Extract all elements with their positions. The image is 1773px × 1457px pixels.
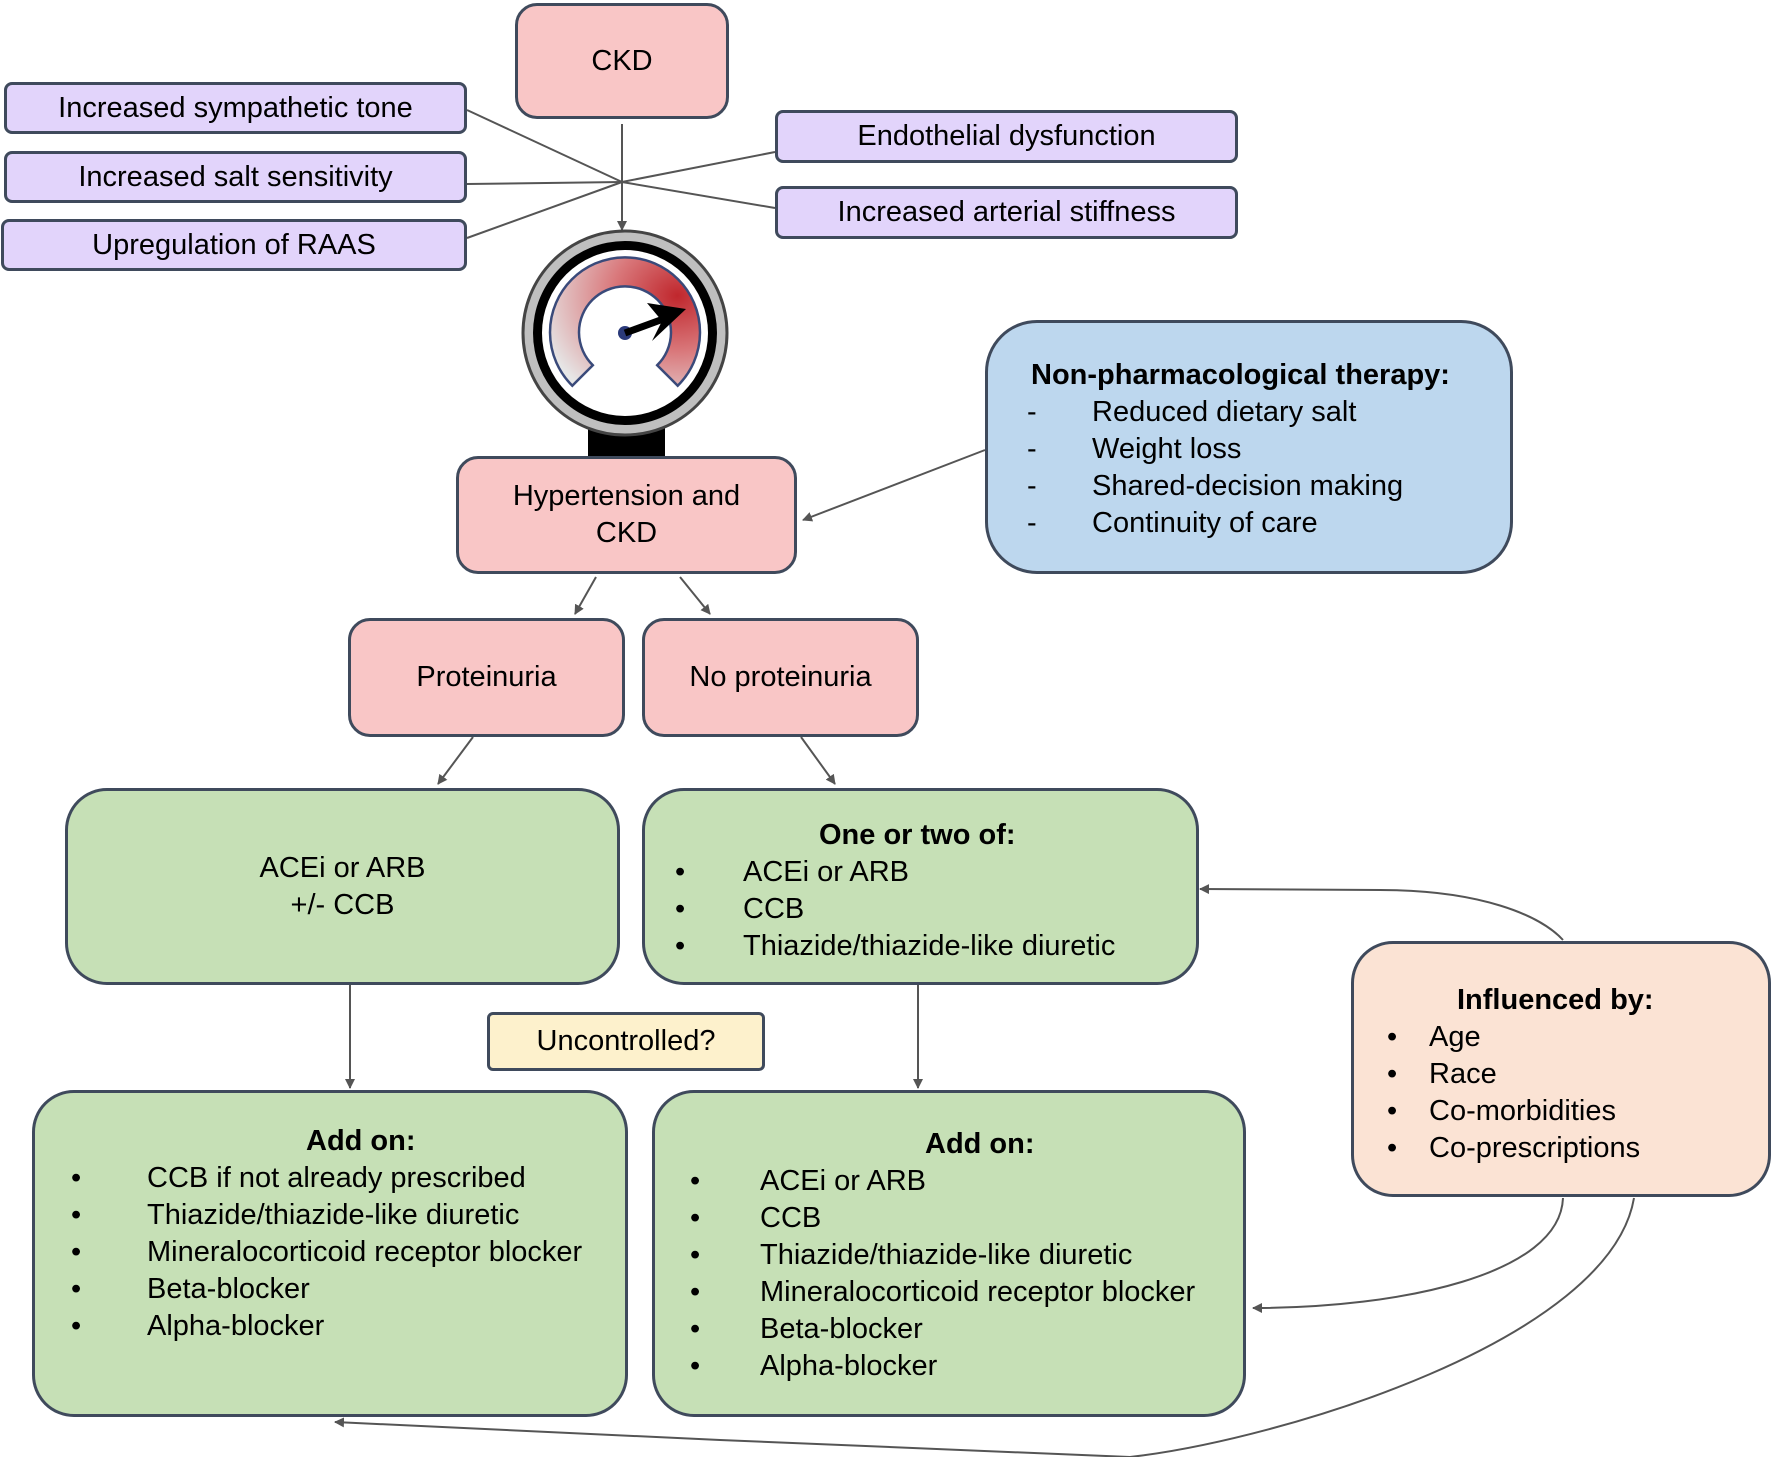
non-pharmacological-list: -Reduced dietary salt -Weight loss -Shar… bbox=[1022, 394, 1510, 542]
list-item: •ACEi or ARB bbox=[690, 1165, 926, 1197]
arrow-influenced-to-addon-right bbox=[1252, 1197, 1564, 1313]
list-item: •Thiazide/thiazide-like diuretic bbox=[71, 1199, 520, 1231]
uncontrolled-label: Uncontrolled? bbox=[536, 1025, 716, 1057]
no-proteinuria-label: No proteinuria bbox=[689, 661, 872, 693]
mechanism-endothelial-box: Endothelial dysfunction bbox=[775, 110, 1238, 163]
non-pharmacological-therapy-box: Non-pharmacological therapy: -Reduced di… bbox=[985, 320, 1513, 574]
mechanism-stiffness-box: Increased arterial stiffness bbox=[775, 186, 1238, 239]
link-endothelial bbox=[621, 151, 776, 183]
pressure-gauge-icon bbox=[521, 229, 729, 464]
acei-arb-line2: +/- CCB bbox=[290, 888, 395, 921]
add-on-left-title: Add on: bbox=[306, 1125, 416, 1157]
non-pharmacological-title: Non-pharmacological therapy: bbox=[1031, 359, 1450, 391]
list-item: -Shared-decision making bbox=[1027, 470, 1404, 502]
link-sympathetic bbox=[466, 109, 623, 183]
list-item: •Thiazide/thiazide-like diuretic bbox=[675, 930, 1116, 962]
list-item: •Beta-blocker bbox=[690, 1313, 923, 1345]
list-item: •Alpha-blocker bbox=[690, 1350, 938, 1382]
arrow-htn-to-no-proteinuria bbox=[679, 576, 711, 615]
influenced-by-list: •Age •Race •Co-morbidities •Co-prescript… bbox=[1387, 1019, 1768, 1167]
add-on-left-box: Add on: •CCB if not already prescribed •… bbox=[32, 1090, 628, 1417]
mechanism-raas-box: Upregulation of RAAS bbox=[1, 219, 467, 271]
link-stiffness bbox=[621, 181, 776, 209]
add-on-right-title: Add on: bbox=[925, 1128, 1035, 1160]
add-on-left-list: •CCB if not already prescribed •Thiazide… bbox=[71, 1160, 625, 1345]
hypertension-ckd-line2: CKD bbox=[595, 517, 658, 549]
list-item: -Reduced dietary salt bbox=[1027, 396, 1357, 428]
link-raas bbox=[466, 181, 623, 239]
link-salt bbox=[466, 181, 623, 185]
list-item: •Mineralocorticoid receptor blocker bbox=[690, 1276, 1196, 1308]
add-on-right-box: Add on: •ACEi or ARB •CCB •Thiazide/thia… bbox=[652, 1090, 1246, 1417]
one-or-two-title: One or two of: bbox=[819, 819, 1016, 851]
one-or-two-of-box: One or two of: •ACEi or ARB •CCB •Thiazi… bbox=[642, 788, 1199, 985]
mechanism-label: Increased sympathetic tone bbox=[58, 91, 413, 124]
list-item: •Age bbox=[1387, 1021, 1481, 1053]
mechanism-label: Upregulation of RAAS bbox=[92, 228, 376, 261]
acei-arb-line1: ACEi or ARB bbox=[259, 851, 426, 884]
arrow-nonpharm-to-htn bbox=[802, 449, 986, 522]
arrow-influenced-to-addon-left bbox=[334, 1197, 1635, 1457]
proteinuria-box: Proteinuria bbox=[348, 618, 625, 737]
hypertension-ckd-line1: Hypertension and bbox=[512, 480, 741, 512]
influenced-by-box: Influenced by: •Age •Race •Co-morbiditie… bbox=[1351, 941, 1771, 1197]
list-item: -Continuity of care bbox=[1027, 507, 1318, 539]
list-item: •Thiazide/thiazide-like diuretic bbox=[690, 1239, 1133, 1271]
list-item: •Co-prescriptions bbox=[1387, 1132, 1641, 1164]
influenced-by-title: Influenced by: bbox=[1457, 984, 1654, 1016]
list-item: •CCB if not already prescribed bbox=[71, 1162, 526, 1194]
mechanism-label: Increased arterial stiffness bbox=[837, 196, 1176, 228]
list-item: -Weight loss bbox=[1027, 433, 1242, 465]
mechanism-sympathetic-box: Increased sympathetic tone bbox=[4, 82, 467, 134]
list-item: •CCB bbox=[690, 1202, 822, 1234]
ckd-label: CKD bbox=[591, 44, 653, 77]
list-item: •Co-morbidities bbox=[1387, 1095, 1616, 1127]
mechanism-salt-box: Increased salt sensitivity bbox=[4, 151, 467, 203]
proteinuria-label: Proteinuria bbox=[416, 661, 557, 693]
arrow-no-proteinuria-to-oneortwo bbox=[800, 736, 836, 785]
arrow-htn-to-proteinuria bbox=[574, 576, 597, 615]
hypertension-ckd-box: Hypertension and CKD bbox=[456, 456, 797, 574]
list-item: •Race bbox=[1387, 1058, 1497, 1090]
list-item: •ACEi or ARB bbox=[675, 856, 909, 888]
list-item: •Mineralocorticoid receptor blocker bbox=[71, 1236, 583, 1268]
list-item: •Alpha-blocker bbox=[71, 1310, 325, 1342]
ckd-box: CKD bbox=[515, 3, 729, 119]
acei-arb-box: ACEi or ARB +/- CCB bbox=[65, 788, 620, 985]
no-proteinuria-box: No proteinuria bbox=[642, 618, 919, 737]
list-item: •Beta-blocker bbox=[71, 1273, 310, 1305]
arrow-proteinuria-to-acei bbox=[437, 736, 474, 785]
arrow-influenced-to-oneortwo bbox=[1199, 884, 1564, 941]
one-or-two-list: •ACEi or ARB •CCB •Thiazide/thiazide-lik… bbox=[675, 854, 1196, 965]
list-item: •CCB bbox=[675, 893, 805, 925]
mechanism-label: Endothelial dysfunction bbox=[857, 120, 1156, 152]
uncontrolled-box: Uncontrolled? bbox=[487, 1012, 765, 1071]
add-on-right-list: •ACEi or ARB •CCB •Thiazide/thiazide-lik… bbox=[690, 1163, 1243, 1385]
mechanism-label: Increased salt sensitivity bbox=[78, 160, 393, 193]
